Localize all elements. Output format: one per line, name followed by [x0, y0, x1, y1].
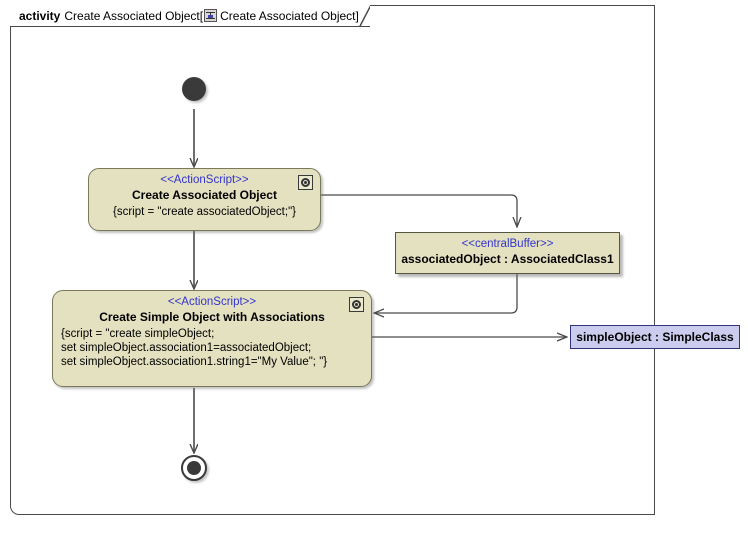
- activity-diagram-icon: [204, 9, 218, 22]
- action1-stereotype: <<ActionScript>>: [160, 174, 249, 186]
- activity-final-node[interactable]: [181, 455, 207, 481]
- script-icon[interactable]: [298, 175, 313, 190]
- object-label: simpleObject : SimpleClass: [576, 330, 734, 344]
- frame-bracket-open: [: [199, 8, 204, 23]
- frame-name: Create Associated Object: [64, 8, 200, 23]
- action1-script: {script = "create associatedObject;"}: [113, 206, 296, 218]
- action2-script: {script = "create simpleObject; set simp…: [61, 328, 328, 368]
- action1-name: Create Associated Object: [132, 188, 277, 202]
- script-icon[interactable]: [349, 297, 364, 312]
- buffer-stereotype: <<centralBuffer>>: [461, 238, 554, 250]
- frame-keyword: activity: [19, 8, 61, 23]
- frame-bracket-close: ]: [355, 8, 359, 23]
- action-node-create-simple-object[interactable]: <<ActionScript>> Create Simple Object wi…: [52, 290, 372, 387]
- object-node-simple-object[interactable]: simpleObject : SimpleClass: [570, 325, 740, 349]
- buffer-label: associatedObject : AssociatedClass1: [401, 252, 614, 266]
- action-node-create-associated-object[interactable]: <<ActionScript>> Create Associated Objec…: [88, 168, 321, 231]
- action2-stereotype: <<ActionScript>>: [167, 296, 257, 308]
- central-buffer-node[interactable]: <<centralBuffer>> associatedObject : Ass…: [395, 232, 620, 274]
- frame-diagram-name: Create Associated Object: [220, 8, 356, 23]
- activity-frame-title-tab[interactable]: activity Create Associated Object [ Crea…: [10, 5, 370, 27]
- action2-name: Create Simple Object with Associations: [99, 310, 325, 324]
- initial-node[interactable]: [182, 77, 206, 101]
